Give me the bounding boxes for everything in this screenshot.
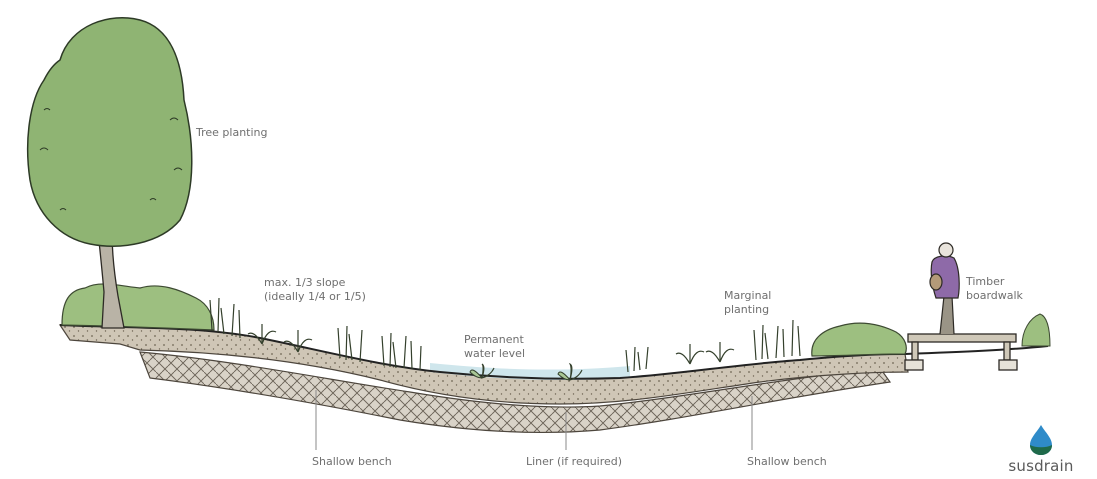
logo-text: susdrain [1006,457,1076,475]
tree-planting-label: Tree planting [196,126,268,140]
slope-label-line2: (ideally 1/4 or 1/5) [264,290,366,304]
slope-label-line1: max. 1/3 slope [264,276,366,290]
timber-boardwalk-label: Timber boardwalk [966,275,1023,303]
left-bank-shrubs [62,284,214,330]
timber-label-line2: boardwalk [966,289,1023,303]
water-label-line1: Permanent [464,333,525,347]
water-drop-icon [1026,424,1056,456]
tree-canopy [28,18,192,246]
marginal-label-line1: Marginal [724,289,771,303]
timber-label-line1: Timber [966,275,1023,289]
marginal-planting-label: Marginal planting [724,289,771,317]
liner-label: Liner (if required) [526,455,622,469]
permanent-water-label: Permanent water level [464,333,525,361]
slope-label: max. 1/3 slope (ideally 1/4 or 1/5) [264,276,366,304]
far-right-shrub [1022,314,1050,346]
person-figure [930,243,959,334]
right-bank-shrub [812,323,906,356]
shallow-bench-left-label: Shallow bench [312,455,392,469]
water-label-line2: water level [464,347,525,361]
marginal-label-line2: planting [724,303,771,317]
shallow-bench-right-label: Shallow bench [747,455,827,469]
susdrain-logo: susdrain [1006,424,1076,474]
